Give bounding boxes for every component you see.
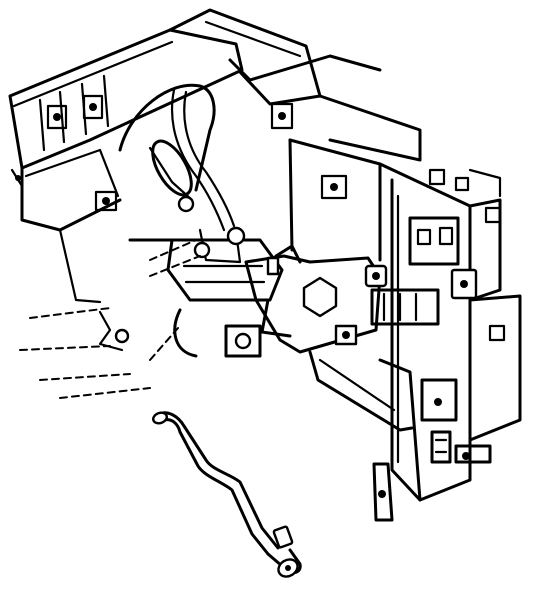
upper-frame-rail: [8, 8, 422, 232]
wiring-harness: [118, 83, 236, 242]
lower-panel: [19, 138, 414, 432]
mounting-bracket: [224, 244, 388, 358]
support-pillar: [370, 162, 522, 522]
removable-rod: [152, 411, 302, 578]
